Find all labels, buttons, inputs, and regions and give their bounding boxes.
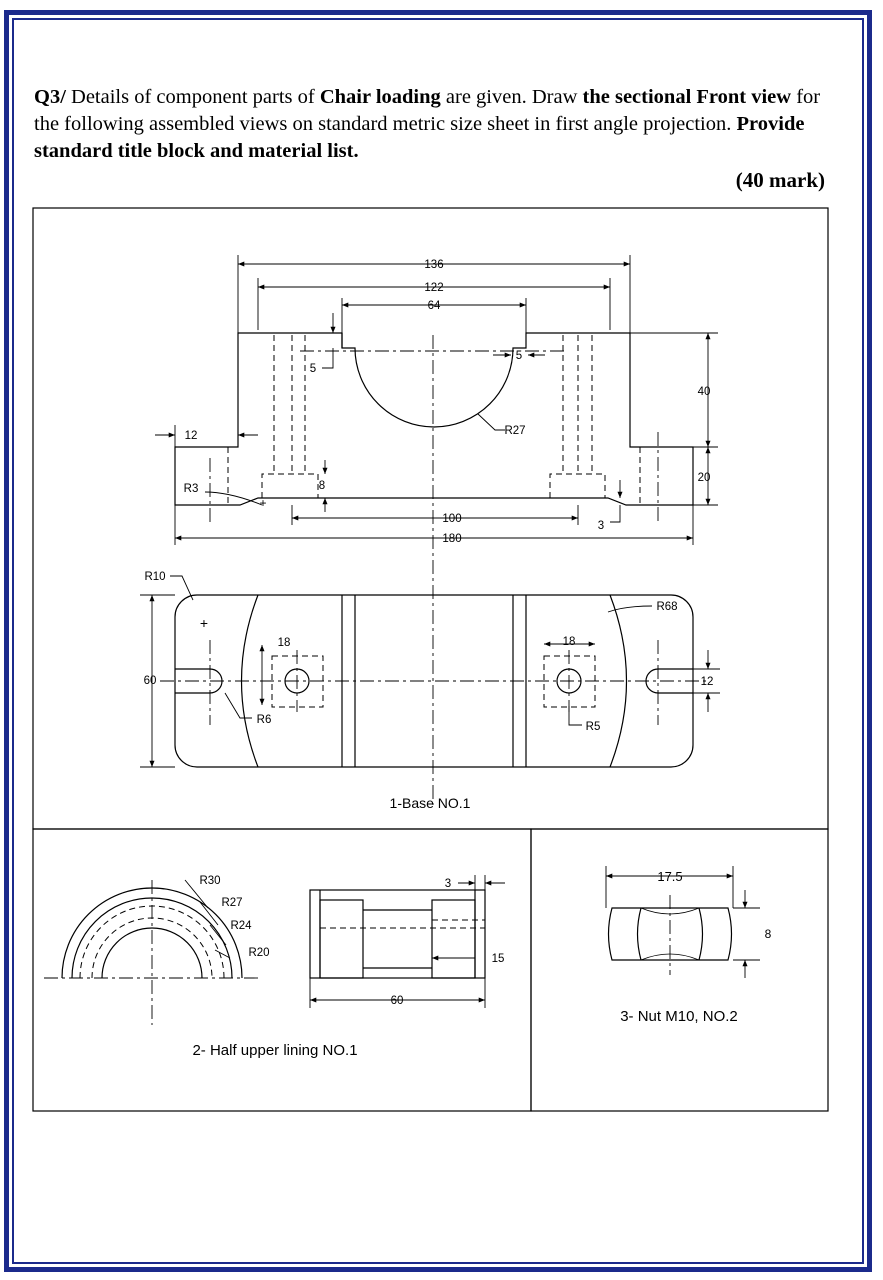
dim-r5: R5 bbox=[586, 721, 601, 733]
dim-60-lining: 60 bbox=[391, 995, 404, 1007]
dim-64: 64 bbox=[428, 300, 441, 312]
dim-122: 122 bbox=[424, 282, 443, 294]
base-top-view: + bbox=[140, 575, 720, 768]
dim-3-lining: 3 bbox=[445, 878, 451, 890]
svg-text:+: + bbox=[200, 615, 208, 631]
base-front-view: + bbox=[155, 255, 718, 805]
panel-nut bbox=[530, 828, 829, 1112]
dim-20: 20 bbox=[698, 472, 711, 484]
question-part1: Details of component parts of bbox=[65, 86, 320, 108]
nut-view bbox=[605, 866, 760, 978]
svg-text:+: + bbox=[259, 496, 266, 510]
dim-r3: R3 bbox=[184, 483, 199, 495]
dim-60: 60 bbox=[144, 675, 157, 687]
dim-r27-lining: R27 bbox=[221, 897, 242, 909]
dim-180: 180 bbox=[442, 533, 461, 545]
question-bold3: Provide standard title block and materia… bbox=[34, 113, 805, 162]
dim-136: 136 bbox=[424, 259, 443, 271]
question-label: Q3/ bbox=[34, 86, 66, 108]
dim-r10: R10 bbox=[144, 571, 165, 583]
page-border-outer bbox=[4, 10, 872, 1272]
dim-r6: R6 bbox=[257, 714, 272, 726]
lining-views bbox=[44, 875, 505, 1025]
question-part3: for the following assembled views on sta… bbox=[34, 86, 821, 135]
dim-3: 3 bbox=[598, 520, 604, 532]
question-bold2: the sectional Front view bbox=[582, 86, 792, 108]
dim-8-nut: 8 bbox=[765, 927, 772, 941]
dim-r27: R27 bbox=[504, 425, 525, 437]
dim-100: 100 bbox=[442, 513, 461, 525]
caption-lining: 2- Half upper lining NO.1 bbox=[192, 1042, 357, 1059]
dim-8: 8 bbox=[319, 480, 325, 492]
question-bold1: Chair loading bbox=[319, 86, 441, 108]
question-part2: are given. Draw bbox=[440, 86, 583, 108]
dim-40: 40 bbox=[698, 386, 711, 398]
dim-18a: 18 bbox=[278, 637, 291, 649]
dim-5b: 5 bbox=[516, 350, 522, 362]
page-border-inner bbox=[12, 18, 864, 1264]
caption-nut: 3- Nut M10, NO.2 bbox=[620, 1008, 738, 1025]
dim-17-5: 17.5 bbox=[657, 869, 682, 884]
dim-12: 12 bbox=[185, 430, 198, 442]
marks: (40 mark) bbox=[735, 168, 825, 192]
dim-r30: R30 bbox=[199, 875, 220, 887]
dim-r20: R20 bbox=[248, 947, 269, 959]
caption-base: 1-Base NO.1 bbox=[390, 795, 471, 811]
dim-18b: 18 bbox=[563, 636, 576, 648]
dim-5a: 5 bbox=[310, 363, 316, 375]
dim-r24: R24 bbox=[230, 920, 252, 932]
panel-lining bbox=[32, 828, 532, 1112]
dim-12b: 12 bbox=[701, 676, 714, 688]
dim-15: 15 bbox=[492, 953, 505, 965]
question-text: Q3/ Details of component parts of Chair … bbox=[34, 84, 834, 165]
dim-r68: R68 bbox=[656, 601, 677, 613]
